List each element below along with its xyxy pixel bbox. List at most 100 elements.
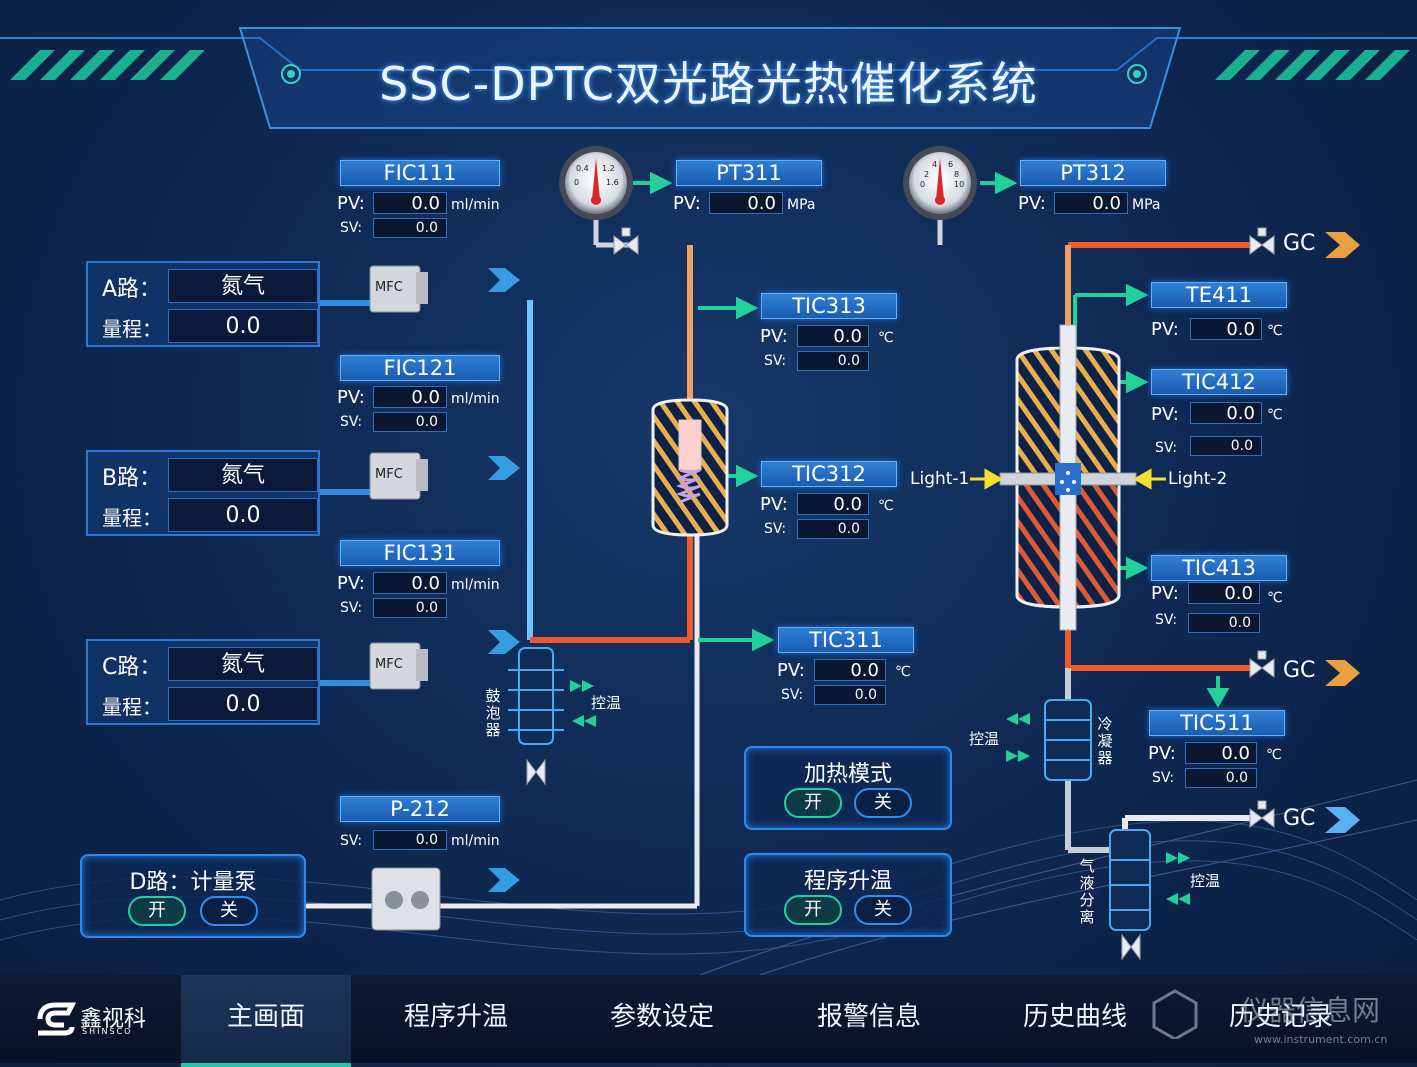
gc-label: GC	[1283, 231, 1316, 256]
unit: MPa	[787, 197, 816, 213]
p212-sv[interactable]: 0.0	[373, 830, 447, 850]
gas-select[interactable]: 氮气	[168, 269, 318, 303]
bubbler	[508, 647, 564, 745]
tic311-tag[interactable]: TIC311	[778, 627, 914, 653]
range-value[interactable]: 0.0	[168, 498, 318, 532]
mark: 8	[954, 170, 960, 179]
sv-label: SV:	[340, 833, 363, 849]
tic412-sv[interactable]: 0.0	[1190, 436, 1262, 456]
tic312-tag[interactable]: TIC312	[761, 461, 897, 487]
fic121-pv: 0.0	[373, 386, 447, 408]
unit: ℃	[895, 664, 911, 680]
tic313-sv[interactable]: 0.0	[797, 351, 869, 371]
nav-history-log[interactable]: 历史记录	[1228, 1002, 1333, 1032]
nav-params[interactable]: 参数设定	[609, 1002, 714, 1032]
pump-control-panel: D路：计量泵 开 关	[80, 854, 306, 938]
mfc-devices	[369, 265, 428, 690]
tic413-tag[interactable]: TIC413	[1151, 555, 1287, 581]
pump-off-button[interactable]: 关	[200, 896, 258, 926]
range-value[interactable]: 0.0	[168, 687, 318, 721]
sv-label: SV:	[781, 687, 804, 703]
pt311-tag[interactable]: PT311	[676, 160, 822, 186]
fic111-sv[interactable]: 0.0	[373, 218, 447, 238]
gas-select[interactable]: 氮气	[168, 647, 318, 681]
bottom-nav: 鑫视科 SHINSCO 主画面 程序升温 参数设定 报警信息 历史曲线 历史记录…	[0, 975, 1417, 1067]
pv-label: PV:	[1151, 404, 1179, 425]
pv-label: PV:	[337, 193, 365, 214]
pt312-tag[interactable]: PT312	[1020, 160, 1166, 186]
unit: ℃	[1266, 747, 1282, 763]
brand-sub: SHINSCO	[82, 1027, 133, 1036]
tic312-pv: 0.0	[797, 493, 869, 515]
route-label: A路：	[102, 277, 162, 302]
nav-program-heat[interactable]: 程序升温	[403, 1002, 508, 1032]
temp-ctrl-label: 控温	[1190, 872, 1221, 890]
mark: 4	[932, 160, 938, 169]
fic121-sv[interactable]: 0.0	[373, 412, 447, 432]
gauge-pt312	[903, 146, 977, 220]
fic131-sv[interactable]: 0.0	[373, 598, 447, 618]
pump-on-button[interactable]: 开	[128, 896, 186, 926]
tic412-tag[interactable]: TIC412	[1151, 369, 1287, 395]
pv-label: PV:	[777, 660, 805, 681]
heat-mode-off-button[interactable]: 关	[854, 788, 912, 818]
fic131-pv: 0.0	[373, 572, 447, 594]
nav-alarms[interactable]: 报警信息	[816, 1002, 921, 1032]
watermark: 仪器信息网 www.instrument.com.cn	[1150, 983, 1410, 1053]
heat-mode-on-button[interactable]: 开	[784, 788, 842, 818]
tic511-tag[interactable]: TIC511	[1149, 710, 1285, 736]
sv-label: SV:	[1155, 612, 1178, 628]
nav-history-curve[interactable]: 历史曲线	[1022, 1002, 1127, 1032]
fic121-tag[interactable]: FIC121	[340, 355, 500, 381]
mark: 2	[924, 170, 930, 179]
mfc-label: MFC	[375, 467, 403, 482]
mfc-label: MFC	[375, 280, 403, 295]
heat-mode-title: 加热模式	[803, 762, 892, 787]
tic511-sv[interactable]: 0.0	[1185, 768, 1257, 788]
gas-lines	[320, 300, 533, 686]
nav-main[interactable]: 主画面	[181, 975, 351, 1067]
condenser	[1044, 699, 1092, 781]
mark: 1.2	[602, 164, 615, 173]
sv-label: SV:	[764, 521, 787, 537]
sv-label: SV:	[764, 353, 787, 369]
tic312-sv[interactable]: 0.0	[797, 519, 869, 539]
tic413-sv[interactable]: 0.0	[1188, 613, 1260, 633]
watermark-name: 仪器信息网	[1240, 994, 1381, 1027]
fic131-tag[interactable]: FIC131	[340, 540, 500, 566]
route-b-panel: B路： 氮气 量程： 0.0	[86, 450, 320, 536]
pump-panel-title: D路：计量泵	[129, 870, 257, 895]
pt311-pv: 0.0	[709, 192, 783, 214]
brand-logo: 鑫视科 SHINSCO	[34, 999, 164, 1043]
gas-select[interactable]: 氮气	[168, 458, 318, 492]
reactor-1	[651, 398, 729, 537]
te411-tag[interactable]: TE411	[1151, 282, 1287, 308]
pv-label: PV:	[1018, 193, 1046, 214]
pv-label: PV:	[337, 387, 365, 408]
sv-label: SV:	[340, 220, 363, 236]
watermark-url: www.instrument.com.cn	[1254, 1033, 1388, 1046]
program-heat-on-button[interactable]: 开	[784, 895, 842, 925]
unit: ℃	[1267, 590, 1283, 606]
fic111-tag[interactable]: FIC111	[340, 160, 500, 186]
unit: ℃	[1267, 323, 1283, 339]
range-value[interactable]: 0.0	[168, 309, 318, 343]
bubbler-label: 鼓泡器	[485, 687, 501, 739]
program-heat-off-button[interactable]: 关	[854, 895, 912, 925]
range-label: 量程：	[102, 506, 162, 530]
p212-tag[interactable]: P-212	[340, 796, 500, 822]
pump-device	[371, 867, 441, 931]
sv-label: SV:	[1155, 440, 1178, 456]
temp-ctrl-label: 控温	[969, 730, 1000, 748]
pv-label: PV:	[760, 326, 788, 347]
unit: ml/min	[451, 391, 500, 407]
pv-label: PV:	[1151, 319, 1179, 340]
range-label: 量程：	[102, 695, 162, 719]
unit: ml/min	[451, 833, 500, 849]
gc-label: GC	[1283, 658, 1316, 683]
tic412-pv: 0.0	[1190, 402, 1262, 424]
tic311-sv[interactable]: 0.0	[814, 685, 886, 705]
tic313-tag[interactable]: TIC313	[761, 293, 897, 319]
unit: ℃	[878, 498, 894, 514]
route-a-panel: A路： 氮气 量程： 0.0	[86, 261, 320, 347]
